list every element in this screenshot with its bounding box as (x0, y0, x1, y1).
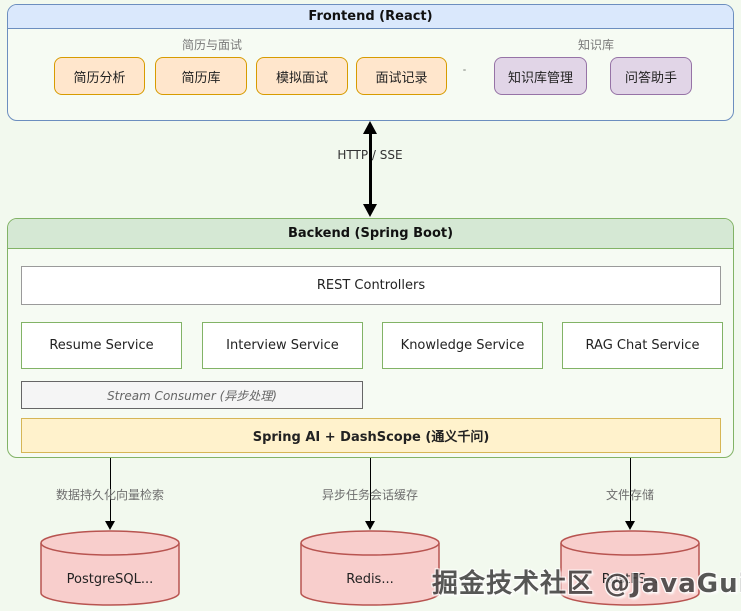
interview-service-box: Interview Service (202, 322, 363, 369)
flow-label-filestore: 文件存储 (605, 488, 654, 502)
arrowhead-down-icon (365, 521, 375, 530)
frontend-title: Frontend (React) (8, 5, 733, 29)
tile-qa-assistant: 问答助手 (610, 57, 692, 95)
postgres-cylinder: PostgreSQL... (40, 530, 180, 607)
resume-service-box: Resume Service (21, 322, 182, 369)
filestore-cylinder: RustFS... (560, 530, 700, 607)
knowledge-service-box: Knowledge Service (382, 322, 543, 369)
arrowhead-down-icon (363, 204, 377, 217)
postgres-label: PostgreSQL... (66, 572, 154, 587)
separator-dot (463, 69, 466, 71)
rag-chat-service-box: RAG Chat Service (562, 322, 723, 369)
arrowhead-down-icon (625, 521, 635, 530)
arrowhead-up-icon (363, 121, 377, 134)
arrowhead-down-icon (105, 521, 115, 530)
backend-container: Backend (Spring Boot) REST Controllers R… (7, 218, 734, 458)
tile-interview-records: 面试记录 (356, 57, 447, 95)
filestore-label: RustFS... (601, 572, 659, 587)
watermark: 掘金技术社区 @JavaGuide (432, 569, 741, 599)
tile-resume-library: 简历库 (155, 57, 247, 95)
stream-consumer-box: Stream Consumer (异步处理) (21, 381, 363, 409)
rest-controllers-box: REST Controllers (21, 266, 721, 305)
spring-ai-box: Spring AI + DashScope (通义千问) (21, 418, 721, 453)
database-icon (300, 530, 440, 606)
frontend-container: Frontend (React) 简历与面试 知识库 简历分析 简历库 模拟面试… (7, 4, 734, 121)
tile-resume-analysis: 简历分析 (54, 57, 145, 95)
tile-mock-interview: 模拟面试 (256, 57, 348, 95)
resume-interview-group-label: 简历与面试 (181, 38, 242, 52)
redis-cylinder: Redis... (300, 530, 440, 607)
redis-label: Redis... (346, 572, 394, 587)
backend-title: Backend (Spring Boot) (8, 219, 733, 249)
flow-label-persistence: 数据持久化向量检索 (55, 488, 164, 502)
http-sse-label: HTTP / SSE (337, 148, 403, 162)
knowledge-group-label: 知识库 (577, 38, 614, 52)
flow-label-cache: 异步任务会话缓存 (321, 488, 418, 502)
database-icon (40, 530, 180, 606)
database-icon (560, 530, 700, 606)
tile-kb-management: 知识库管理 (494, 57, 587, 95)
